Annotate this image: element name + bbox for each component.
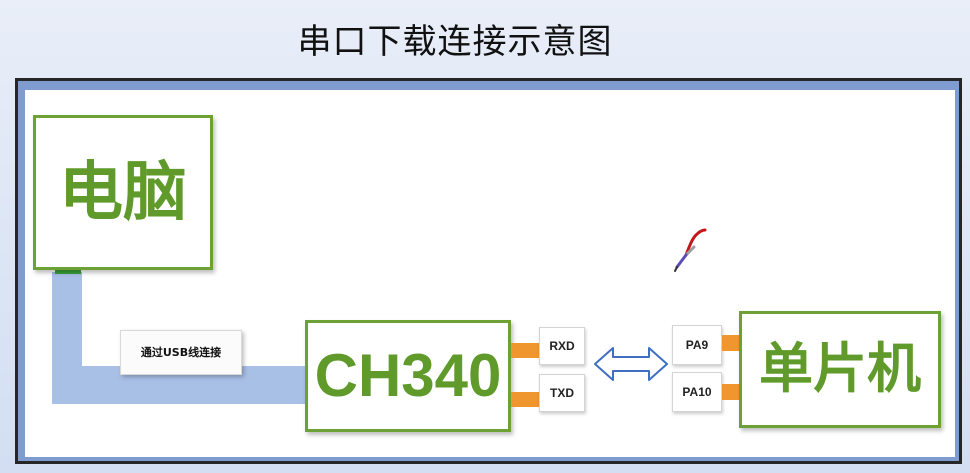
pa9-connector (722, 335, 740, 351)
pc-label: 电脑 (59, 156, 187, 230)
rxd-connector (511, 343, 539, 358)
ch340-box: CH340 (305, 320, 511, 432)
mcu-box: 单片机 (739, 311, 941, 428)
pa10-connector (722, 384, 740, 400)
txd-pin-label: TXD (539, 374, 585, 412)
pa10-pin-label: PA10 (672, 372, 722, 412)
pa9-pin-label: PA9 (672, 325, 722, 365)
usb-port-indicator (55, 268, 81, 274)
page-title: 串口下载连接示意图 (297, 22, 613, 62)
mcu-label: 单片机 (759, 337, 921, 400)
pc-box: 电脑 (33, 115, 213, 270)
double-arrow-icon (594, 347, 668, 381)
usb-cable-label: 通过USB线连接 (120, 330, 242, 375)
txd-connector (511, 392, 539, 407)
ch340-label: CH340 (314, 342, 502, 409)
pen-cursor-icon (674, 228, 707, 272)
rxd-pin-label: RXD (539, 327, 585, 365)
